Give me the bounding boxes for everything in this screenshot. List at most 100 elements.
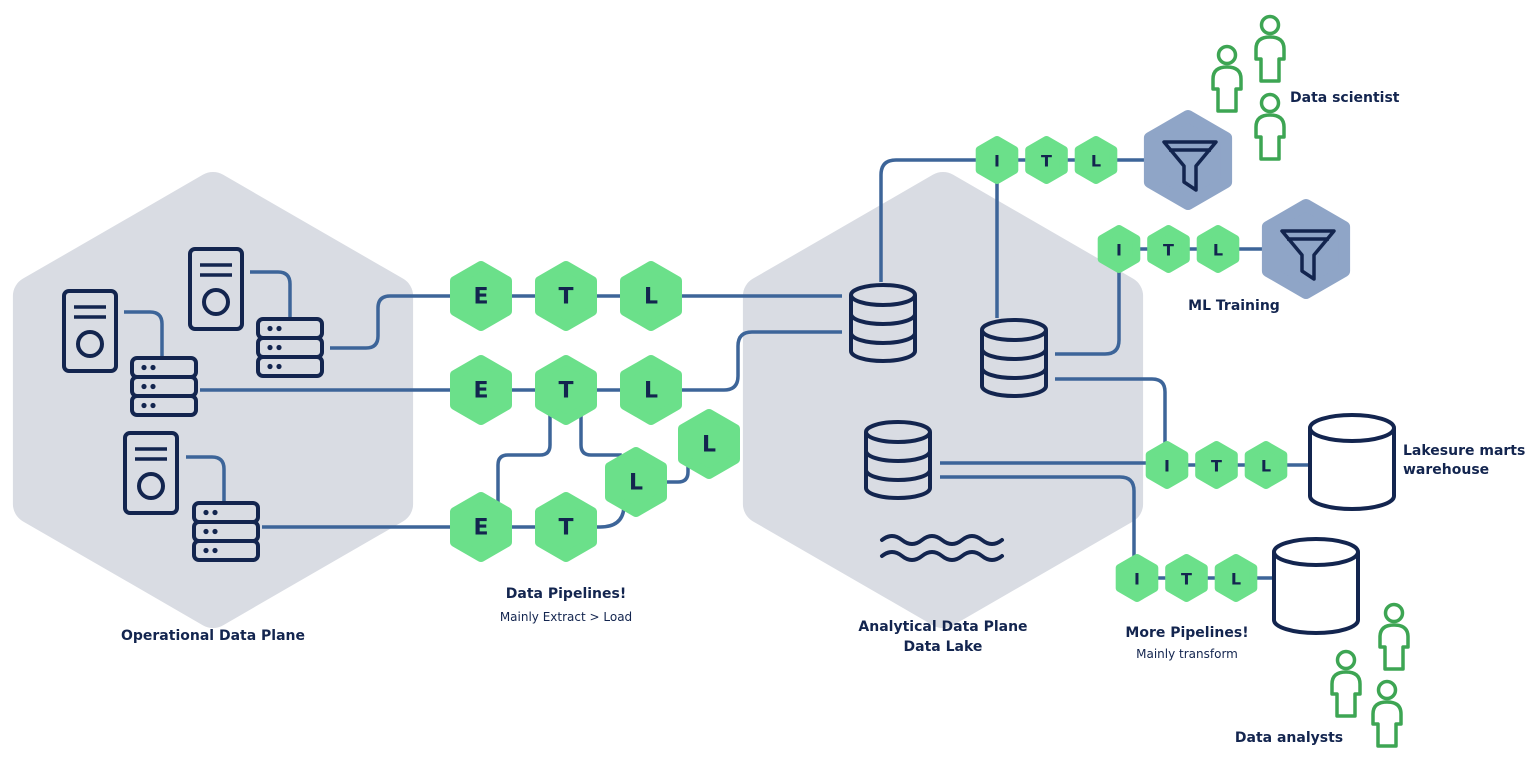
stage-letter: T [558,285,573,310]
stage-hexagon-shape [975,136,1019,184]
analytical-plane-hexagon [742,172,1144,628]
stage-letter: L [644,379,658,404]
stage-hexagon: T [1195,441,1238,489]
person-icon [1378,602,1410,671]
scientist-label: Data scientist [1290,90,1400,106]
stage-letter: I [1164,457,1170,476]
stage-hexagon-shape [535,355,597,425]
analytical-label-1: Analytical Data Plane [858,619,1027,635]
person-icon [1330,649,1362,718]
cylinder-icon [1272,537,1360,635]
more-pipelines-title: More Pipelines! [1125,625,1248,641]
stage-hexagon-shape [1165,554,1208,602]
stage-letter: T [1181,570,1192,589]
link-row2 [200,330,842,392]
link-server1 [124,310,164,356]
stage-hexagon: I [1115,554,1159,602]
stage-hexagon: T [535,261,597,331]
stage-hexagon-shape [1115,554,1159,602]
link-t-l [579,390,622,482]
stage-letter: I [994,152,1000,171]
link-db3-more [940,475,1275,580]
marts-label-1: Lakesure marts [1403,443,1525,459]
stage-hexagon-shape [450,261,512,331]
stage-letter: T [1163,241,1174,260]
stage-hexagon-shape [1195,441,1238,489]
link-db2-ml [1055,247,1270,356]
link-row1 [330,294,842,350]
stage-hexagon: E [450,261,512,331]
stage-hexagon-shape [535,261,597,331]
stage-letter: T [558,379,573,404]
stage-hexagon-shape [678,409,740,479]
stage-hexagon: L [678,409,740,479]
stage-letter: L [644,285,658,310]
stage-hexagon: L [620,261,682,331]
person-icon [1211,44,1243,113]
more-pipelines-subtitle: Mainly transform [1136,647,1238,661]
stage-letter: E [473,285,488,310]
stage-hexagon: I [975,136,1019,184]
operational-plane-hexagon [12,172,414,628]
stage-hexagon-shape [1097,225,1141,273]
stage-hexagon-shape [450,492,512,562]
water-icon [880,534,1004,562]
stage-letter: L [1091,152,1101,171]
stage-letter: L [702,433,716,458]
link-l-l [660,442,709,484]
pipelines-title: Data Pipelines! [506,586,626,602]
stage-hexagon: E [450,492,512,562]
stage-hexagon: I [1145,441,1189,489]
stage-hexagon: L [1244,441,1288,489]
stage-hexagon: T [535,355,597,425]
analytical-label-2: Data Lake [904,639,983,655]
stage-hexagon-shape [1025,136,1068,184]
stage-hexagon: L [1214,554,1258,602]
stage-letter: T [558,516,573,541]
stage-hexagon: T [1025,136,1068,184]
stage-hexagon: T [1147,225,1190,273]
stage-letter: I [1134,570,1140,589]
stage-hexagon-shape [1196,225,1240,273]
stage-hexagon: I [1097,225,1141,273]
stage-hexagon-shape [1145,441,1189,489]
stage-hexagon-shape [620,355,682,425]
cylinder-icon [1308,413,1396,511]
stage-letter: L [1213,241,1223,260]
stage-hexagon-shape [535,492,597,562]
stage-hexagon: L [1074,136,1118,184]
stage-hexagon: E [450,355,512,425]
stage-letter: E [473,516,488,541]
link-server3 [186,455,226,502]
funnel-hexagon [1143,110,1233,210]
stage-hexagon-shape [1244,441,1288,489]
stage-letter: L [1261,457,1271,476]
link-t-e [496,390,552,527]
connections [124,158,1312,580]
link-server2 [250,270,292,318]
stage-hexagon-shape [1214,554,1258,602]
stage-hexagon: L [1196,225,1240,273]
stage-hexagon-shape [605,447,667,517]
stage-letter: T [1041,152,1052,171]
stage-hexagon: T [1165,554,1208,602]
stage-hexagon-shape [1074,136,1118,184]
stage-hexagon: T [535,492,597,562]
link-db1-top [879,158,1150,282]
analysts-label: Data analysts [1235,730,1343,746]
person-icon [1254,14,1286,83]
stage-letter: I [1116,241,1122,260]
operational-label: Operational Data Plane [121,628,305,644]
stage-hexagon-shape [1147,225,1190,273]
funnel-hexagon [1261,199,1351,299]
link-db2-marts [1055,377,1312,467]
marts-label-2: warehouse [1403,462,1489,478]
stage-hexagon: L [620,355,682,425]
stage-letter: E [473,379,488,404]
ml-label: ML Training [1188,298,1280,314]
stage-hexagon-shape [620,261,682,331]
person-icon [1254,92,1286,161]
stage-letter: L [1231,570,1241,589]
